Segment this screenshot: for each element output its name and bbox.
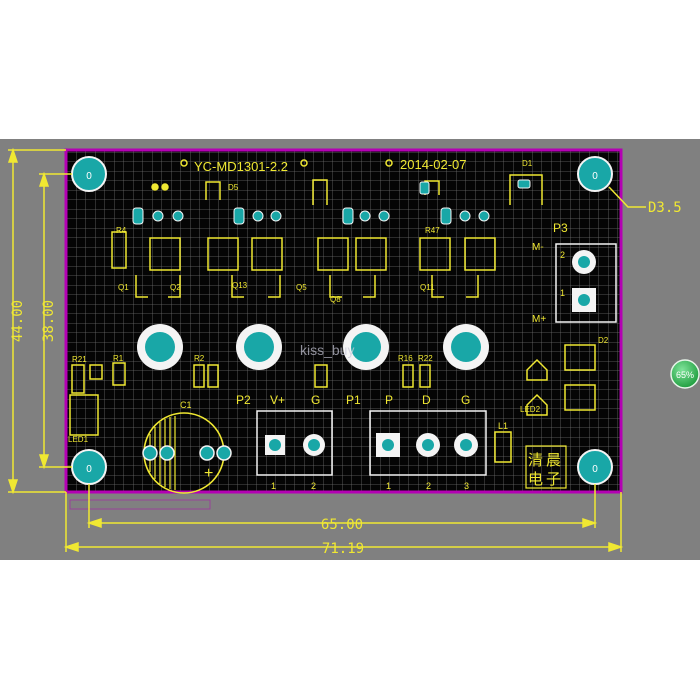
p2-pin1: 1 [271, 481, 276, 491]
maker-char-2: 晨 [546, 452, 561, 469]
hole-mark: 0 [592, 464, 598, 475]
connector-p3: P3 2 1 M- M+ [532, 221, 617, 325]
label-q5: Q5 [296, 283, 307, 292]
label-d2: D2 [598, 336, 609, 345]
motor-minus-label: M- [532, 242, 544, 253]
smd-pads-top [132, 179, 531, 225]
p1-label: P1 [346, 393, 361, 407]
label-q11: Q11 [420, 283, 435, 292]
p1-pin3: 3 [464, 481, 469, 491]
power-pads [137, 324, 489, 370]
dimension-lines [7, 147, 646, 553]
label-l1: L1 [498, 421, 508, 431]
maker-char-1: 清 [528, 452, 543, 469]
label-d5: D5 [228, 183, 239, 192]
dim-hole-diameter: D3.5 [648, 200, 682, 216]
capacitor-c1: C1 + [142, 400, 232, 494]
zoom-badge-button[interactable]: 65% [670, 359, 700, 389]
label-q1: Q1 [118, 283, 129, 292]
p1-g-label: G [461, 393, 470, 407]
board-outline [64, 148, 623, 494]
mounting-hole-top-right: 0 [577, 156, 613, 192]
p1-pin1: 1 [386, 481, 391, 491]
label-q8: Q8 [330, 295, 341, 304]
p2-vplus-label: V+ [270, 393, 285, 407]
c1-polarity-mark: + [204, 465, 213, 482]
maker-char-3: 电 [528, 471, 543, 488]
label-r4: R4 [116, 226, 127, 235]
dim-width-holes: 65.00 [321, 517, 363, 533]
zoom-badge-label: 65% [676, 370, 694, 380]
label-q13: Q13 [232, 281, 248, 290]
label-d1: D1 [522, 159, 533, 168]
mounting-hole-top-left: 0 [71, 156, 107, 192]
label-led2: LED2 [520, 405, 541, 414]
motor-plus-label: M+ [532, 314, 546, 325]
p2-pin2: 2 [311, 481, 316, 491]
mounting-hole-bottom-right: 0 [577, 449, 613, 485]
p1-pin2: 2 [426, 481, 431, 491]
silkscreen-footprints [69, 174, 596, 463]
label-r2: R2 [194, 354, 205, 363]
board-date-label: 2014-02-07 [400, 157, 467, 172]
label-r21: R21 [72, 355, 87, 364]
label-led1: LED1 [68, 435, 89, 444]
hole-mark: 0 [86, 171, 92, 182]
label-r47: R47 [425, 226, 440, 235]
p3-pin2: 2 [560, 250, 565, 260]
keepout-marker [69, 499, 211, 510]
watermark-text: kiss_buy [300, 342, 354, 358]
maker-stamp: 清 晨 电 子 [525, 445, 567, 489]
p2-label: P2 [236, 393, 251, 407]
label-r22: R22 [418, 354, 433, 363]
pcb-board [64, 148, 623, 494]
mounting-hole-bottom-left: 0 [71, 449, 107, 485]
label-r1: R1 [113, 354, 124, 363]
p1-p-label: P [385, 393, 393, 407]
p1-d-label: D [422, 393, 431, 407]
connector-p1: P1 P D G 1 2 3 [346, 393, 487, 491]
label-r16: R16 [398, 354, 413, 363]
hole-mark: 0 [592, 171, 598, 182]
connector-p2: P2 V+ G 1 2 [236, 393, 333, 491]
dim-height-outer: 44.00 [10, 300, 26, 342]
label-q2: Q2 [170, 283, 181, 292]
p3-pin1: 1 [560, 288, 565, 298]
p3-label: P3 [553, 221, 568, 235]
hole-mark: 0 [86, 464, 92, 475]
p2-g-label: G [311, 393, 320, 407]
dim-height-inner: 38.00 [41, 300, 57, 342]
dim-width-outer: 71.19 [322, 541, 364, 557]
label-c1: C1 [180, 400, 192, 410]
mounting-holes: 0 0 0 0 [71, 156, 613, 485]
board-model-label: YC-MD1301-2.2 [194, 159, 288, 174]
maker-char-4: 子 [546, 471, 561, 488]
